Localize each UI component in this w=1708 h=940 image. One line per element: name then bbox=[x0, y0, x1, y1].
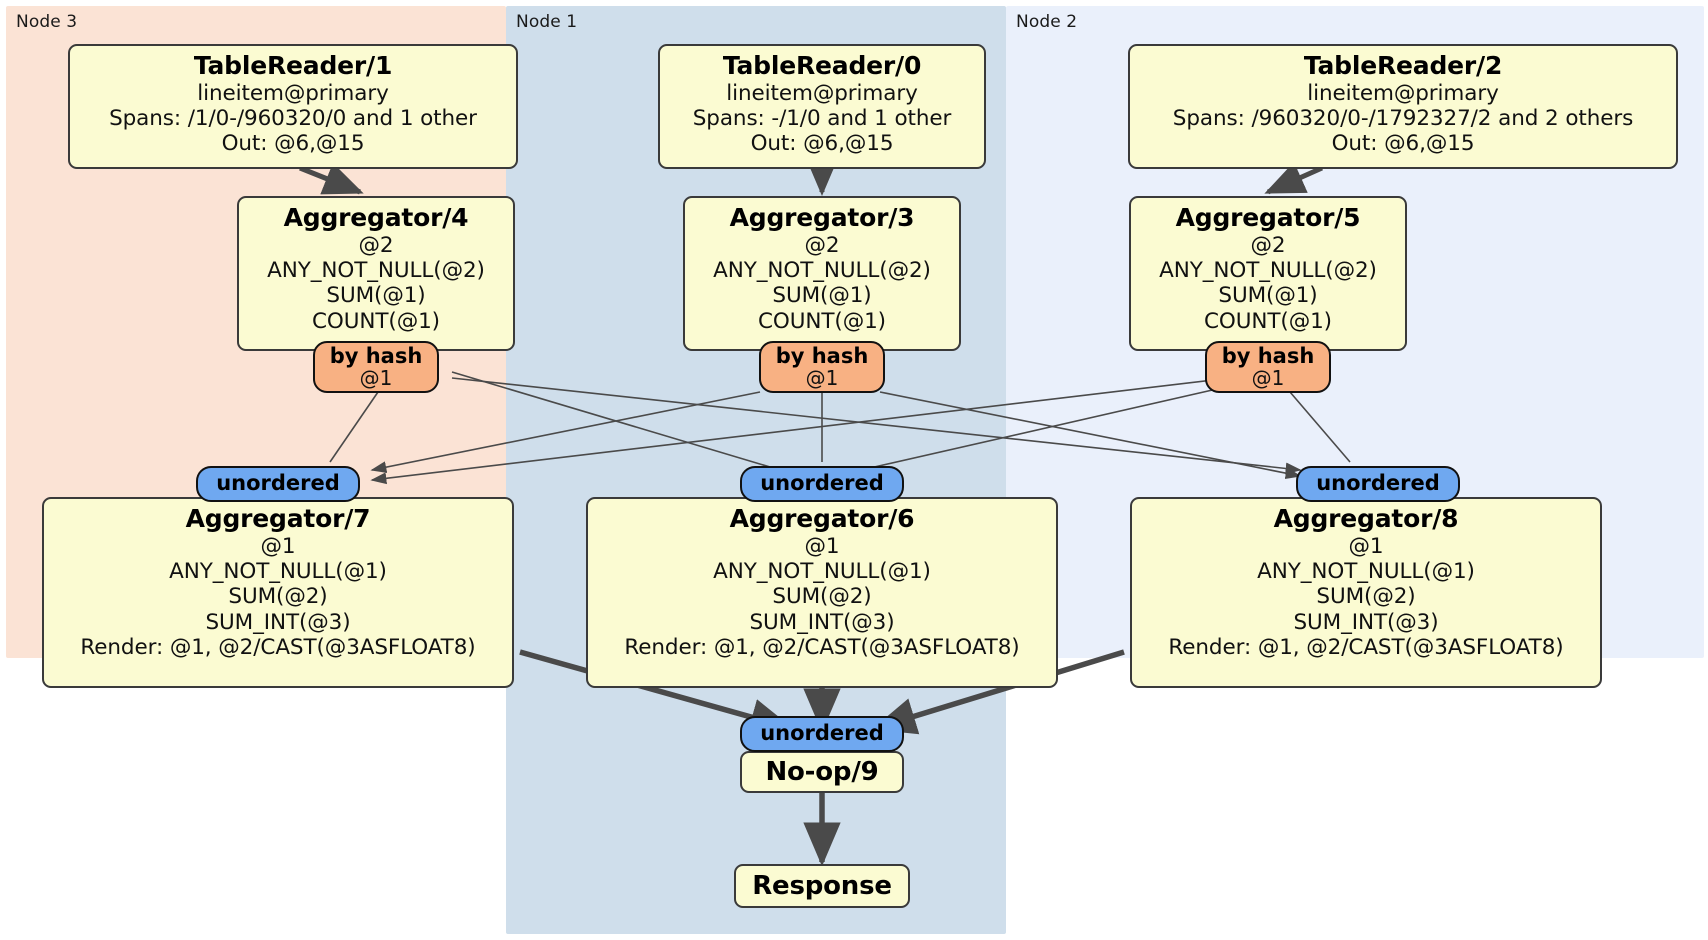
processor-detail-out: Out: @6,@15 bbox=[750, 131, 894, 157]
processor-title: TableReader/1 bbox=[193, 51, 393, 80]
router-column: @1 bbox=[359, 365, 393, 390]
processor-detail-table: lineitem@primary bbox=[197, 80, 389, 106]
router-column: @1 bbox=[805, 365, 839, 390]
router-unordered-center[interactable]: unordered bbox=[740, 466, 904, 502]
router-by-hash-center[interactable]: by hash @1 bbox=[759, 341, 885, 393]
processor-detail-groupcol: @2 bbox=[1250, 232, 1286, 258]
processor-detail-out: Out: @6,@15 bbox=[221, 131, 365, 157]
processor-detail-agg3: SUM_INT(@3) bbox=[749, 609, 895, 635]
processor-noop-9[interactable]: No-op/9 bbox=[740, 751, 904, 793]
processor-detail-agg2: SUM(@1) bbox=[772, 283, 872, 309]
processor-title: TableReader/0 bbox=[722, 51, 922, 80]
router-label: by hash bbox=[329, 344, 423, 368]
processor-detail-agg1: ANY_NOT_NULL(@1) bbox=[1257, 558, 1475, 584]
node-panel-label-node2: Node 2 bbox=[1016, 12, 1078, 32]
processor-title: Aggregator/6 bbox=[729, 504, 915, 533]
router-label: by hash bbox=[1221, 344, 1315, 368]
processor-detail-agg2: SUM(@2) bbox=[1316, 584, 1416, 610]
router-label: unordered bbox=[216, 471, 340, 496]
processor-detail-spans: Spans: /1/0-/960320/0 and 1 other bbox=[109, 105, 477, 131]
processor-detail-agg1: ANY_NOT_NULL(@2) bbox=[713, 257, 931, 283]
node-panel-label-node1: Node 1 bbox=[516, 12, 578, 32]
router-label: unordered bbox=[1316, 471, 1440, 496]
router-label: by hash bbox=[775, 344, 869, 368]
processor-detail-agg3: COUNT(@1) bbox=[1204, 308, 1332, 334]
router-label: unordered bbox=[760, 471, 884, 496]
processor-aggregator-5[interactable]: Aggregator/5 @2 ANY_NOT_NULL(@2) SUM(@1)… bbox=[1129, 196, 1407, 351]
processor-aggregator-3[interactable]: Aggregator/3 @2 ANY_NOT_NULL(@2) SUM(@1)… bbox=[683, 196, 961, 351]
router-by-hash-right[interactable]: by hash @1 bbox=[1205, 341, 1331, 393]
router-by-hash-left[interactable]: by hash @1 bbox=[313, 341, 439, 393]
processor-table-reader-1[interactable]: TableReader/1 lineitem@primary Spans: /1… bbox=[68, 44, 518, 169]
processor-detail-table: lineitem@primary bbox=[726, 80, 918, 106]
processor-detail-agg1: ANY_NOT_NULL(@2) bbox=[1159, 257, 1377, 283]
processor-detail-groupcol: @2 bbox=[804, 232, 840, 258]
router-label: unordered bbox=[760, 721, 884, 746]
router-unordered-final[interactable]: unordered bbox=[740, 716, 904, 752]
processor-detail-agg3: COUNT(@1) bbox=[312, 308, 440, 334]
processor-detail-table: lineitem@primary bbox=[1307, 80, 1499, 106]
router-unordered-right[interactable]: unordered bbox=[1296, 466, 1460, 502]
processor-title: No-op/9 bbox=[765, 757, 879, 787]
processor-detail-render: Render: @1, @2/CAST(@3ASFLOAT8) bbox=[624, 634, 1020, 660]
processor-detail-agg3: SUM_INT(@3) bbox=[1293, 609, 1439, 635]
processor-detail-groupcol: @1 bbox=[260, 533, 296, 559]
processor-table-reader-2[interactable]: TableReader/2 lineitem@primary Spans: /9… bbox=[1128, 44, 1678, 169]
processor-title: TableReader/2 bbox=[1303, 51, 1503, 80]
processor-detail-agg3: SUM_INT(@3) bbox=[205, 609, 351, 635]
processor-detail-spans: Spans: /960320/0-/1792327/2 and 2 others bbox=[1172, 105, 1634, 131]
processor-detail-spans: Spans: -/1/0 and 1 other bbox=[692, 105, 952, 131]
processor-detail-groupcol: @1 bbox=[804, 533, 840, 559]
processor-detail-agg1: ANY_NOT_NULL(@1) bbox=[713, 558, 931, 584]
processor-detail-agg1: ANY_NOT_NULL(@2) bbox=[267, 257, 485, 283]
processor-detail-out: Out: @6,@15 bbox=[1331, 131, 1475, 157]
processor-title: Aggregator/8 bbox=[1273, 504, 1459, 533]
processor-aggregator-4[interactable]: Aggregator/4 @2 ANY_NOT_NULL(@2) SUM(@1)… bbox=[237, 196, 515, 351]
processor-detail-render: Render: @1, @2/CAST(@3ASFLOAT8) bbox=[80, 634, 476, 660]
processor-detail-agg2: SUM(@1) bbox=[326, 283, 426, 309]
processor-title: Aggregator/5 bbox=[1175, 203, 1361, 232]
processor-table-reader-0[interactable]: TableReader/0 lineitem@primary Spans: -/… bbox=[658, 44, 986, 169]
processor-detail-agg3: COUNT(@1) bbox=[758, 308, 886, 334]
processor-detail-groupcol: @1 bbox=[1348, 533, 1384, 559]
processor-aggregator-8[interactable]: Aggregator/8 @1 ANY_NOT_NULL(@1) SUM(@2)… bbox=[1130, 497, 1602, 688]
router-unordered-left[interactable]: unordered bbox=[196, 466, 360, 502]
processor-title: Response bbox=[752, 871, 892, 901]
processor-title: Aggregator/3 bbox=[729, 203, 915, 232]
processor-detail-agg2: SUM(@2) bbox=[228, 584, 328, 610]
processor-title: Aggregator/4 bbox=[283, 203, 469, 232]
processor-detail-agg2: SUM(@2) bbox=[772, 584, 872, 610]
processor-detail-render: Render: @1, @2/CAST(@3ASFLOAT8) bbox=[1168, 634, 1564, 660]
processor-aggregator-7[interactable]: Aggregator/7 @1 ANY_NOT_NULL(@1) SUM(@2)… bbox=[42, 497, 514, 688]
processor-detail-agg2: SUM(@1) bbox=[1218, 283, 1318, 309]
processor-title: Aggregator/7 bbox=[185, 504, 371, 533]
processor-detail-groupcol: @2 bbox=[358, 232, 394, 258]
router-column: @1 bbox=[1251, 365, 1285, 390]
processor-detail-agg1: ANY_NOT_NULL(@1) bbox=[169, 558, 387, 584]
node-panel-label-node3: Node 3 bbox=[16, 12, 78, 32]
processor-aggregator-6[interactable]: Aggregator/6 @1 ANY_NOT_NULL(@1) SUM(@2)… bbox=[586, 497, 1058, 688]
processor-response[interactable]: Response bbox=[734, 864, 910, 908]
